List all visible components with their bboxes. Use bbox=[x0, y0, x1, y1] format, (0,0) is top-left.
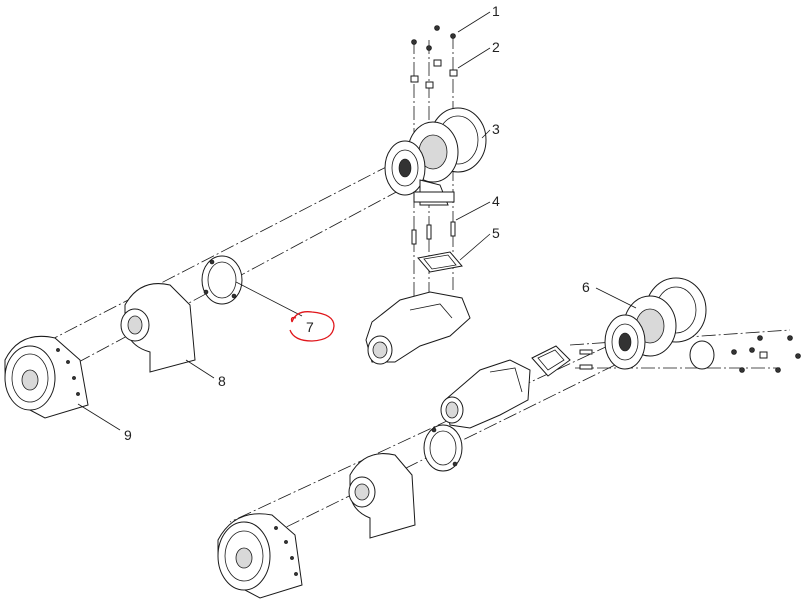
outer-heat-shield-lower bbox=[217, 513, 303, 599]
outer-heat-shield-upper bbox=[4, 335, 89, 419]
upper-turbocharger bbox=[384, 107, 487, 206]
callout-1: 1 bbox=[492, 3, 500, 19]
lower-fasteners bbox=[579, 335, 801, 373]
leader-lines bbox=[77, 11, 637, 431]
callout-4: 4 bbox=[492, 193, 500, 209]
callout-6: 6 bbox=[582, 279, 590, 295]
callout-3: 3 bbox=[492, 121, 500, 137]
upper-fasteners bbox=[410, 25, 458, 89]
highlight-circle bbox=[289, 311, 335, 342]
lower-turbocharger bbox=[604, 277, 715, 370]
upper-exhaust-elbow bbox=[365, 291, 471, 365]
callout-7: 7 bbox=[306, 319, 314, 335]
inner-heat-shield-lower bbox=[348, 453, 416, 539]
callout-2: 2 bbox=[492, 39, 500, 55]
callout-8: 8 bbox=[218, 373, 226, 389]
callout-labels: 1 2 3 4 5 6 7 8 9 bbox=[124, 3, 590, 443]
clamp-ring bbox=[201, 255, 243, 305]
studs-and-gasket bbox=[411, 221, 463, 273]
lower-clamp-ring bbox=[423, 424, 463, 472]
inner-heat-shield-upper bbox=[120, 283, 196, 373]
callout-5: 5 bbox=[492, 225, 500, 241]
lower-exhaust-elbow bbox=[440, 345, 571, 429]
callout-9: 9 bbox=[124, 427, 132, 443]
